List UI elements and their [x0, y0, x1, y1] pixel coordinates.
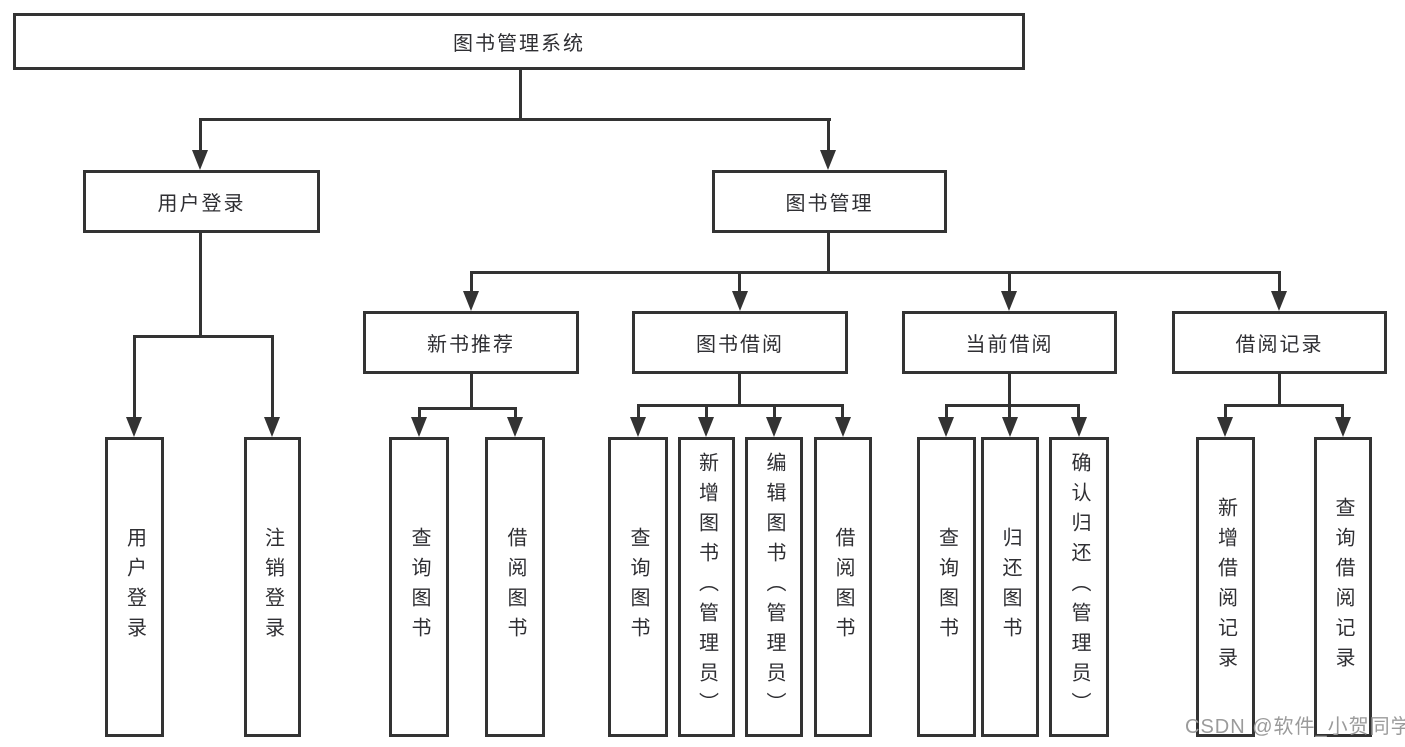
leaf-label: 查询图书	[935, 527, 958, 647]
arrowhead	[630, 417, 646, 437]
connector-vline	[1278, 271, 1281, 293]
connector-vline	[199, 233, 202, 335]
leaf-label: 查询图书	[408, 527, 430, 647]
connector-hline	[1224, 404, 1344, 407]
connector-vline	[738, 374, 741, 407]
connector-vline	[519, 70, 522, 118]
connector-vline	[738, 271, 741, 293]
leaf-label: 确认归还（管理员）	[1068, 452, 1090, 722]
leaf-query-books-3: 查询图书	[917, 437, 976, 737]
leaf-label: 借阅图书	[832, 527, 854, 647]
connector-vline	[1008, 271, 1011, 293]
leaf-borrow-books-2: 借阅图书	[814, 437, 872, 737]
connector-vline	[1278, 374, 1281, 407]
node-label: 用户登录	[157, 193, 246, 215]
connector-vline	[637, 404, 640, 420]
connector-hline	[133, 335, 274, 338]
node-root-library-system: 图书管理系统	[13, 13, 1025, 70]
arrowhead	[698, 417, 714, 437]
connector-vline	[199, 118, 202, 152]
arrowhead	[463, 291, 479, 311]
leaf-label: 新增借阅记录	[1214, 497, 1237, 677]
node-label: 借阅记录	[1235, 334, 1324, 356]
connector-vline	[133, 335, 136, 420]
arrowhead	[820, 150, 836, 170]
leaf-borrow-books-1: 借阅图书	[485, 437, 545, 737]
node-label: 图书借阅	[696, 334, 784, 356]
connector-vline	[470, 374, 473, 410]
leaf-label: 编辑图书（管理员）	[763, 452, 785, 722]
connector-vline	[271, 335, 274, 420]
leaf-return-books: 归还图书	[981, 437, 1039, 737]
arrowhead	[1001, 291, 1017, 311]
connector-vline	[1008, 374, 1011, 407]
node-label: 图书管理系统	[453, 33, 585, 55]
arrowhead	[126, 417, 142, 437]
arrowhead	[1071, 417, 1087, 437]
node-new-book-recommend: 新书推荐	[363, 311, 579, 374]
connector-vline	[514, 407, 517, 420]
connector-vline	[827, 118, 830, 152]
leaf-label: 归还图书	[999, 527, 1021, 647]
leaf-add-books-admin: 新增图书（管理员）	[678, 437, 735, 737]
leaf-label: 新增图书（管理员）	[695, 452, 718, 722]
arrowhead	[766, 417, 782, 437]
arrowhead	[1271, 291, 1287, 311]
leaf-query-books-1: 查询图书	[389, 437, 449, 737]
node-user-login: 用户登录	[83, 170, 320, 233]
connector-vline	[773, 404, 776, 420]
connector-hline	[637, 404, 844, 407]
leaf-user-login: 用户登录	[105, 437, 164, 737]
leaf-label: 用户登录	[123, 527, 146, 647]
leaf-query-books-2: 查询图书	[608, 437, 668, 737]
connector-hline	[470, 271, 1281, 274]
node-book-borrow: 图书借阅	[632, 311, 848, 374]
leaf-label: 借阅图书	[504, 527, 526, 647]
connector-hline	[945, 404, 1080, 407]
connector-vline	[418, 407, 421, 420]
connector-vline	[1224, 404, 1227, 420]
node-current-borrow: 当前借阅	[902, 311, 1117, 374]
connector-vline	[945, 404, 948, 420]
connector-vline	[1077, 404, 1080, 420]
connector-vline	[841, 404, 844, 420]
arrowhead	[1217, 417, 1233, 437]
arrowhead	[835, 417, 851, 437]
leaf-logout: 注销登录	[244, 437, 301, 737]
connector-vline	[705, 404, 708, 420]
leaf-label: 查询图书	[627, 527, 649, 647]
leaf-add-borrow-record: 新增借阅记录	[1196, 437, 1255, 737]
arrowhead	[1002, 417, 1018, 437]
node-book-management: 图书管理	[712, 170, 947, 233]
arrowhead	[732, 291, 748, 311]
csdn-watermark: CSDN @软件_小贺同学	[1185, 716, 1405, 738]
arrowhead	[192, 150, 208, 170]
leaf-confirm-return-admin: 确认归还（管理员）	[1049, 437, 1109, 737]
connector-vline	[827, 233, 830, 274]
node-label: 图书管理	[785, 193, 874, 215]
arrowhead	[507, 417, 523, 437]
arrowhead	[938, 417, 954, 437]
leaf-query-borrow-record: 查询借阅记录	[1314, 437, 1372, 737]
connector-hline	[199, 118, 831, 121]
connector-hline	[418, 407, 517, 410]
node-borrow-records: 借阅记录	[1172, 311, 1387, 374]
arrowhead	[1335, 417, 1351, 437]
leaf-label: 注销登录	[261, 527, 284, 647]
leaf-edit-books-admin: 编辑图书（管理员）	[745, 437, 803, 737]
connector-vline	[1341, 404, 1344, 420]
connector-vline	[470, 271, 473, 293]
arrowhead	[264, 417, 280, 437]
connector-vline	[1008, 404, 1011, 420]
node-label: 当前借阅	[965, 334, 1054, 356]
arrowhead	[411, 417, 427, 437]
node-label: 新书推荐	[427, 334, 515, 356]
leaf-label: 查询借阅记录	[1332, 497, 1354, 677]
